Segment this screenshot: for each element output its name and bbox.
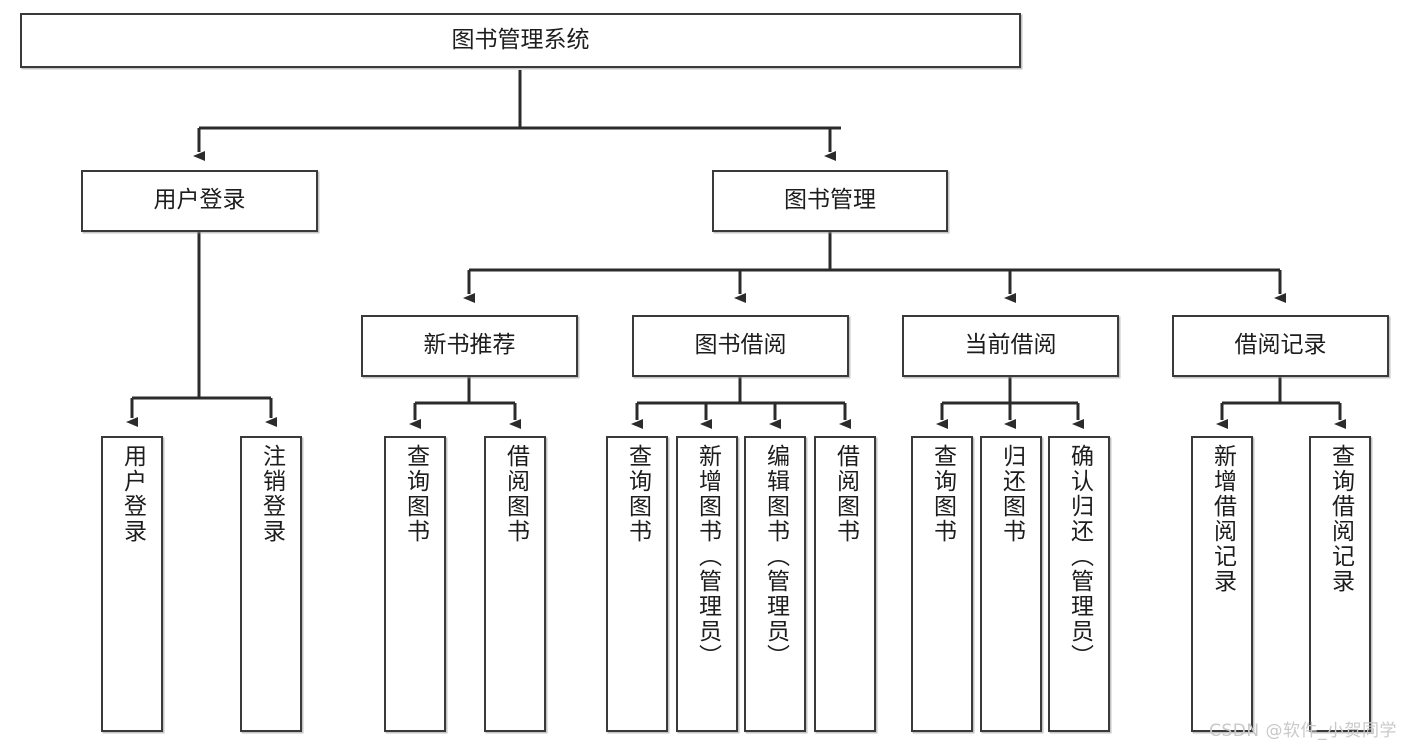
- leaf-new-book-query[interactable]: 查询图书: [384, 436, 446, 732]
- leaf-user-login-signout[interactable]: 注销登录: [240, 436, 302, 732]
- leaf-current-confirm-return-admin[interactable]: 确认归还（管理员）: [1048, 436, 1110, 732]
- node-label: 新增图书（管理员）: [694, 444, 721, 669]
- node-label: 图书管理系统: [451, 26, 590, 53]
- leaf-borrow-borrow-book[interactable]: 借阅图书: [814, 436, 876, 732]
- leaf-current-query-book[interactable]: 查询图书: [911, 436, 973, 732]
- leaf-records-add-record[interactable]: 新增借阅记录: [1191, 436, 1253, 732]
- node-label: 查询图书: [929, 444, 956, 544]
- node-label: 用户登录: [119, 444, 146, 544]
- node-label: 编辑图书（管理员）: [762, 444, 789, 669]
- node-label: 用户登录: [153, 187, 246, 214]
- node-root-system[interactable]: 图书管理系统: [20, 13, 1021, 68]
- node-label: 查询借阅记录: [1327, 444, 1354, 594]
- node-current-borrow[interactable]: 当前借阅: [902, 315, 1119, 377]
- csdn-watermark: CSDN @软件_小贺同学: [1209, 721, 1397, 741]
- node-label: 借阅图书: [832, 444, 859, 544]
- leaf-borrow-query-book[interactable]: 查询图书: [606, 436, 668, 732]
- leaf-user-login-signin[interactable]: 用户登录: [101, 436, 163, 732]
- node-label: 借阅记录: [1234, 332, 1327, 359]
- leaf-new-book-borrow[interactable]: 借阅图书: [484, 436, 546, 732]
- node-label: 新书推荐: [423, 332, 516, 359]
- node-new-book-recommend[interactable]: 新书推荐: [361, 315, 578, 377]
- node-book-management[interactable]: 图书管理: [712, 170, 948, 232]
- node-label: 注销登录: [258, 444, 285, 544]
- node-book-borrow[interactable]: 图书借阅: [632, 315, 849, 377]
- leaf-records-query-record[interactable]: 查询借阅记录: [1309, 436, 1371, 732]
- node-label: 查询图书: [402, 444, 429, 544]
- node-label: 查询图书: [624, 444, 651, 544]
- node-label: 图书管理: [784, 187, 876, 214]
- leaf-borrow-add-book-admin[interactable]: 新增图书（管理员）: [676, 436, 738, 732]
- leaf-current-return-book[interactable]: 归还图书: [980, 436, 1042, 732]
- node-label: 新增借阅记录: [1209, 444, 1236, 594]
- leaf-borrow-edit-book-admin[interactable]: 编辑图书（管理员）: [744, 436, 806, 732]
- node-label: 当前借阅: [964, 332, 1057, 359]
- node-borrow-records[interactable]: 借阅记录: [1172, 315, 1389, 377]
- node-user-login[interactable]: 用户登录: [81, 170, 318, 232]
- node-label: 图书借阅: [694, 332, 787, 359]
- node-label: 借阅图书: [502, 444, 529, 544]
- node-label: 归还图书: [998, 444, 1025, 544]
- node-label: 确认归还（管理员）: [1066, 444, 1093, 669]
